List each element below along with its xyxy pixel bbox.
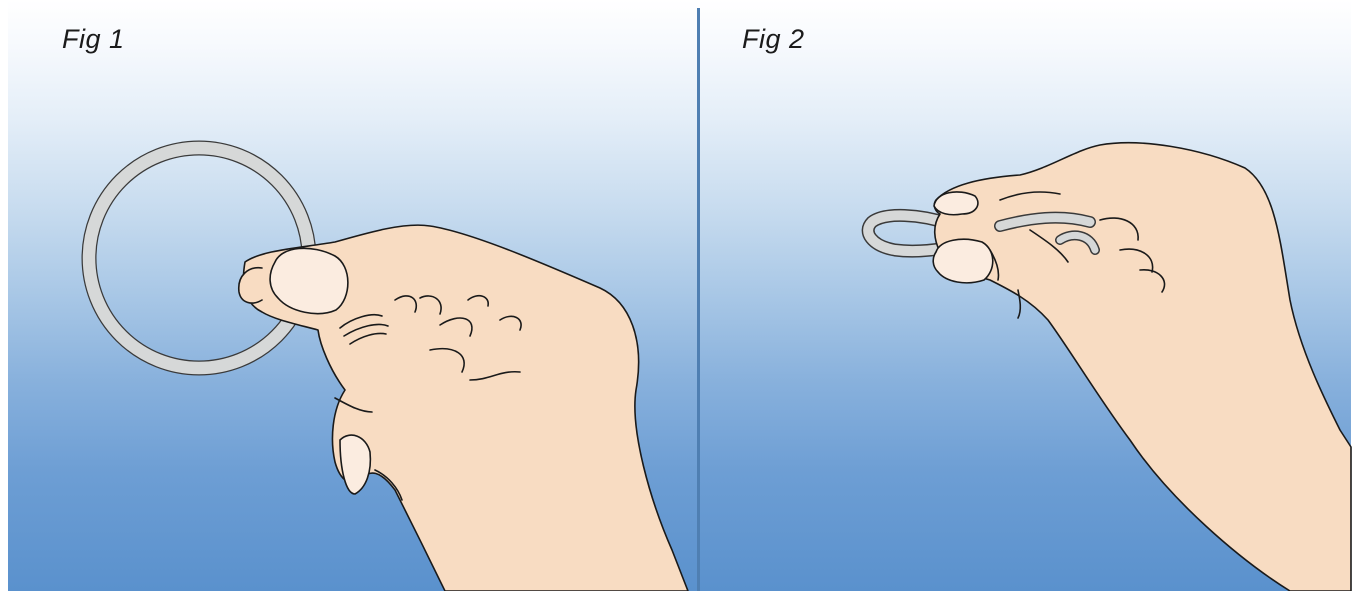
figure-1-panel: Fig 1 <box>0 0 697 591</box>
hand-icon <box>933 143 1351 591</box>
hand-holding-ring-illustration <box>0 0 697 591</box>
hand-squeezing-ring-illustration <box>700 0 1357 591</box>
figure-2-panel: Fig 2 <box>700 0 1357 591</box>
hand-icon <box>239 225 688 591</box>
